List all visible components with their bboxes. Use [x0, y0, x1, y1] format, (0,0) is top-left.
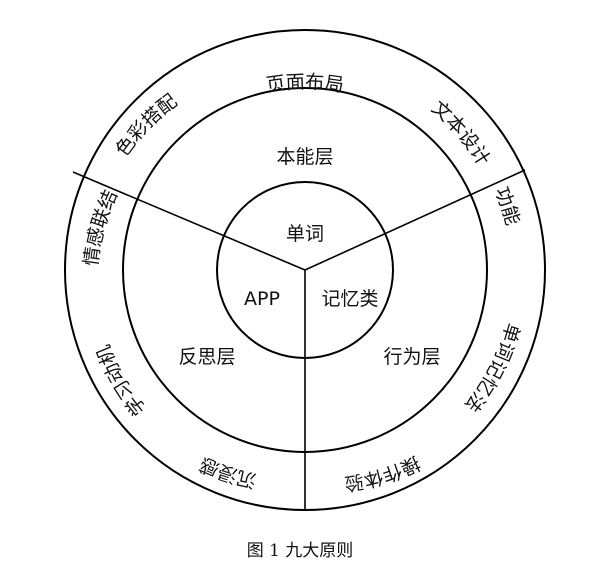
principle-learning-motivation: 学习动机: [93, 342, 151, 420]
divider-right: [304, 169, 526, 271]
center-label-right: 记忆类: [321, 288, 378, 310]
layer-label-behavioral: 行为层: [383, 346, 440, 368]
principle-immersion: 沉浸感: [196, 453, 258, 492]
nine-principles-wheel: 单词 APP 记忆类 本能层 反思层 行为层 页面布局 文本设计 色彩搭配 功能…: [64, 29, 546, 511]
principle-text-design: 文本设计: [427, 97, 494, 170]
principle-operation-experience: 操作体验: [343, 451, 423, 494]
principle-page-layout: 页面布局: [265, 71, 345, 96]
principle-color-scheme: 色彩搭配: [112, 90, 182, 161]
principle-function: 功能: [490, 184, 523, 228]
principle-emotional-connection: 情感联结: [80, 187, 122, 267]
center-label-left: APP: [244, 288, 280, 310]
figure-caption: 图 1 九大原则: [246, 541, 354, 561]
divider-left: [72, 171, 306, 271]
principle-memory-method: 单词记忆法: [460, 320, 523, 416]
layer-label-instinct: 本能层: [276, 146, 333, 168]
layer-label-reflective: 反思层: [178, 346, 235, 368]
center-label-top: 单词: [286, 223, 324, 245]
